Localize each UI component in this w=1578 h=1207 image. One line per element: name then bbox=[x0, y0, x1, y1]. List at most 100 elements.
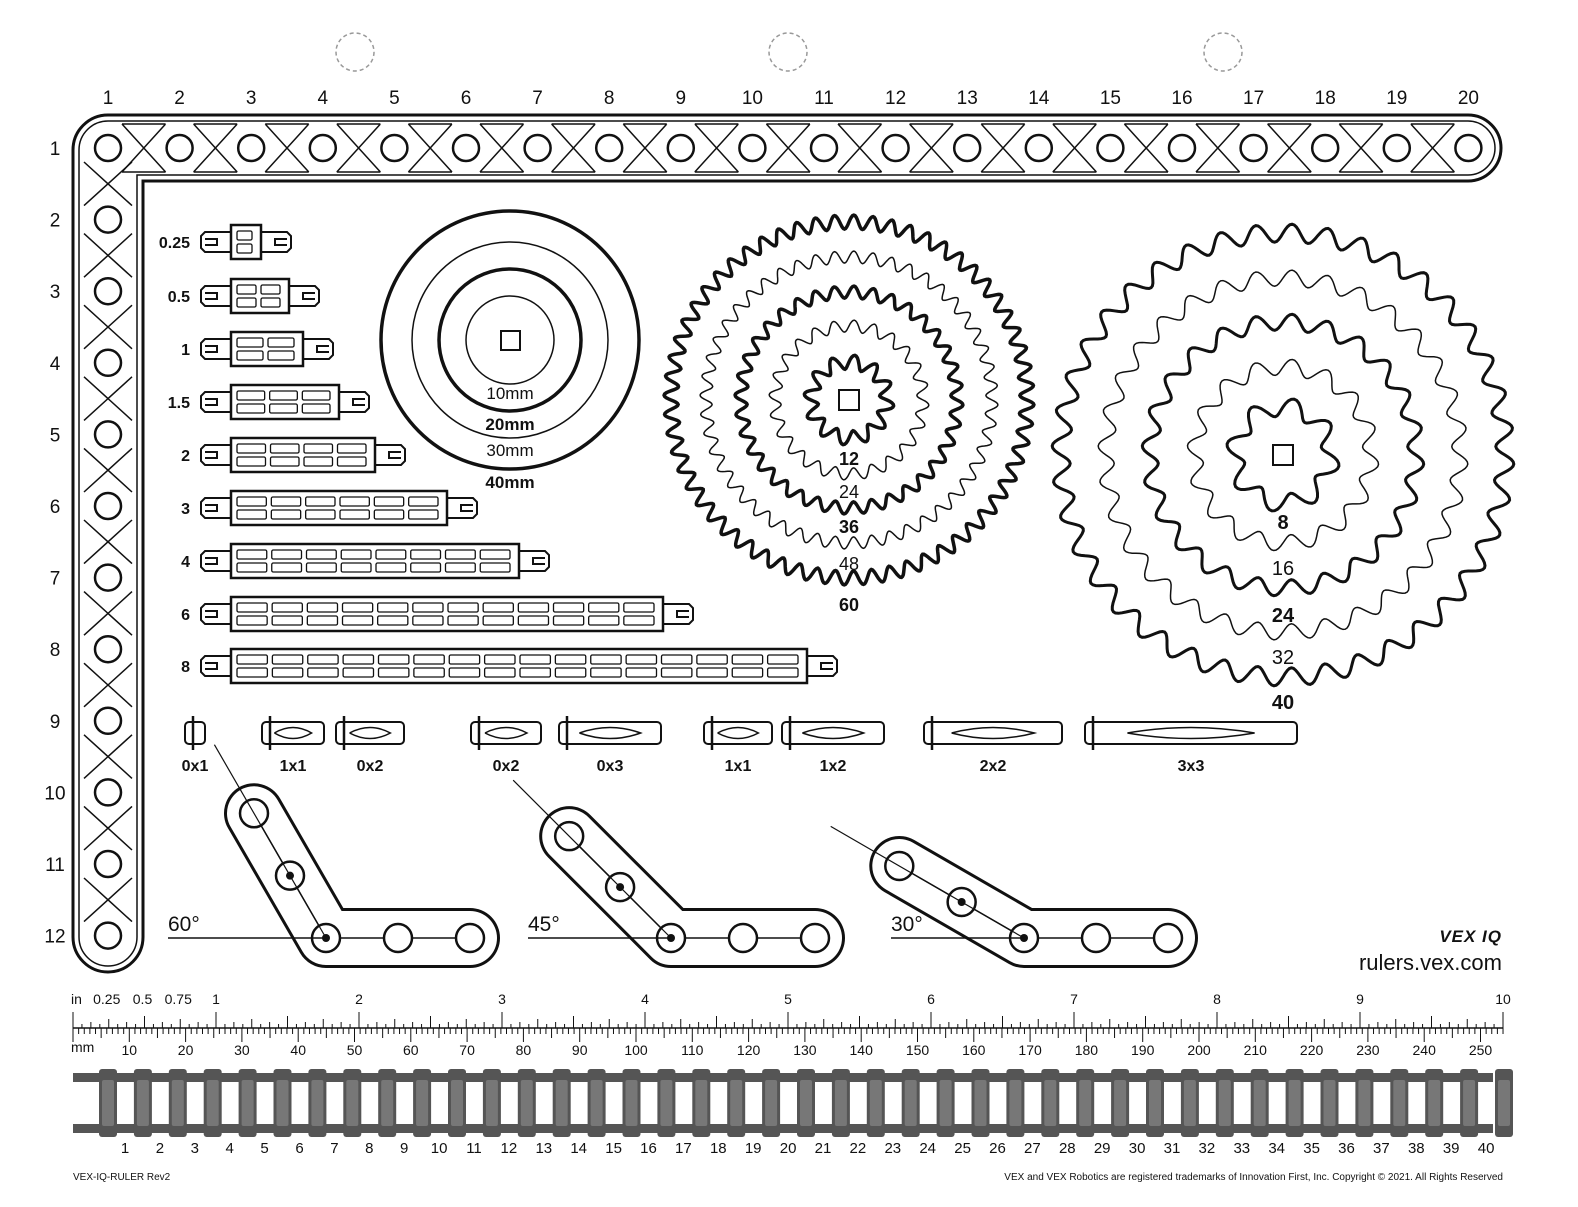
gear-32 bbox=[1097, 269, 1469, 641]
pin-1x1 bbox=[703, 716, 773, 750]
inch-ticks bbox=[72, 1012, 1504, 1028]
beam-pin-left bbox=[200, 603, 231, 625]
pin-body bbox=[923, 721, 1063, 745]
beam-slot bbox=[342, 654, 375, 665]
beam-slot bbox=[410, 562, 442, 573]
beam-8 bbox=[200, 647, 838, 685]
beam-label: 4 bbox=[181, 554, 190, 571]
beam-pin-left bbox=[200, 497, 231, 519]
pulley-size-guide: 10mm 20mm 30mm 40mm bbox=[379, 209, 641, 492]
beam-truss bbox=[83, 161, 133, 207]
mm-label: 120 bbox=[737, 1042, 761, 1058]
beam-slot bbox=[236, 562, 268, 573]
beam-slot bbox=[377, 615, 409, 626]
pin-slot bbox=[349, 726, 392, 740]
chain-link-inner bbox=[1288, 1080, 1301, 1126]
beam-hole bbox=[93, 205, 123, 234]
chain-link-inner bbox=[800, 1080, 812, 1126]
beam-slot bbox=[305, 562, 337, 573]
gear-label-8: 8 bbox=[1277, 512, 1288, 534]
gear-8 bbox=[1225, 397, 1341, 513]
side-number: 7 bbox=[50, 569, 61, 590]
chain-number: 30 bbox=[1129, 1140, 1146, 1157]
beam-label: 6 bbox=[181, 607, 190, 624]
pin-label: 0x1 bbox=[182, 758, 209, 775]
beam-label: 0.25 bbox=[159, 235, 190, 252]
chain-number: 38 bbox=[1408, 1140, 1425, 1157]
top-number: 6 bbox=[461, 88, 472, 109]
chain-link-inner bbox=[904, 1080, 917, 1126]
gear-12 bbox=[802, 353, 896, 447]
beam-slot bbox=[412, 615, 444, 626]
beam-slot bbox=[731, 667, 764, 678]
beam-hole bbox=[1454, 133, 1483, 163]
pulley-label-20mm: 20mm bbox=[485, 415, 534, 434]
beam-truss bbox=[1338, 123, 1384, 173]
beam-pin-right bbox=[447, 497, 478, 519]
beam-truss bbox=[83, 376, 133, 421]
beam-slot bbox=[373, 509, 405, 520]
chain-number: 21 bbox=[815, 1140, 832, 1157]
beam-0.5 bbox=[200, 277, 320, 315]
angle-beam-30 bbox=[830, 825, 1198, 968]
gear-16 bbox=[1186, 358, 1380, 552]
pulley-label-30mm: 30mm bbox=[486, 441, 533, 460]
beam-pin-right bbox=[375, 444, 406, 466]
beam-hole bbox=[1239, 133, 1268, 163]
side-number: 2 bbox=[50, 211, 61, 232]
pulley-ring-30mm bbox=[411, 241, 609, 439]
beam-slot bbox=[377, 667, 410, 678]
beam-hole bbox=[523, 133, 552, 163]
beam-body bbox=[229, 383, 341, 421]
beam-slot bbox=[517, 615, 550, 626]
beam-hole bbox=[93, 276, 123, 306]
gear-36 bbox=[733, 284, 965, 516]
pin-slot bbox=[274, 726, 314, 740]
mm-label: 230 bbox=[1356, 1042, 1380, 1058]
mm-label: 210 bbox=[1244, 1042, 1268, 1058]
pin-label: 2x2 bbox=[980, 758, 1007, 775]
beam-1 bbox=[200, 330, 334, 368]
chain-number: 24 bbox=[919, 1140, 936, 1157]
mm-label: 70 bbox=[459, 1042, 475, 1058]
inch-label: 4 bbox=[641, 991, 649, 1007]
beam-slot bbox=[377, 654, 410, 665]
chain-number: 12 bbox=[501, 1140, 518, 1157]
chain-number: 7 bbox=[330, 1140, 338, 1157]
beam-hole bbox=[881, 133, 910, 163]
chain-link-inner bbox=[939, 1080, 952, 1126]
chain-link-inner bbox=[206, 1080, 219, 1126]
side-number: 8 bbox=[50, 640, 61, 661]
chain-link-inner bbox=[765, 1080, 778, 1126]
beam-slot bbox=[412, 602, 444, 613]
pin-label: 1x1 bbox=[280, 758, 307, 775]
beam-body bbox=[229, 277, 291, 315]
beam-slot bbox=[341, 602, 374, 613]
inch-label: 6 bbox=[927, 991, 935, 1007]
gear-axle-square bbox=[838, 389, 860, 411]
pin-0x2 bbox=[470, 716, 542, 750]
chain-link-inner bbox=[555, 1080, 568, 1126]
chain-link-inner bbox=[869, 1080, 882, 1126]
beam-truss bbox=[83, 519, 133, 565]
beam-slot bbox=[479, 549, 511, 560]
beam-hole bbox=[308, 133, 338, 163]
chain-link-inner bbox=[102, 1080, 114, 1126]
inch-label: 3 bbox=[498, 991, 506, 1007]
chain-number: 29 bbox=[1094, 1140, 1111, 1157]
top-number: 19 bbox=[1386, 88, 1407, 109]
beam-truss bbox=[980, 123, 1026, 173]
chain-link-inner bbox=[834, 1080, 847, 1126]
gear-24-large bbox=[1140, 312, 1426, 598]
chain-link-inner bbox=[1044, 1080, 1057, 1126]
beam-slot bbox=[306, 615, 339, 626]
mm-label: 60 bbox=[403, 1042, 419, 1058]
gear-48 bbox=[699, 250, 999, 550]
inch-fraction-label: 0.5 bbox=[133, 991, 153, 1007]
pin-slot bbox=[717, 726, 760, 740]
inch-fraction-label: 0.25 bbox=[93, 991, 120, 1007]
beam-slot bbox=[271, 562, 303, 573]
beam-slot bbox=[588, 602, 620, 613]
